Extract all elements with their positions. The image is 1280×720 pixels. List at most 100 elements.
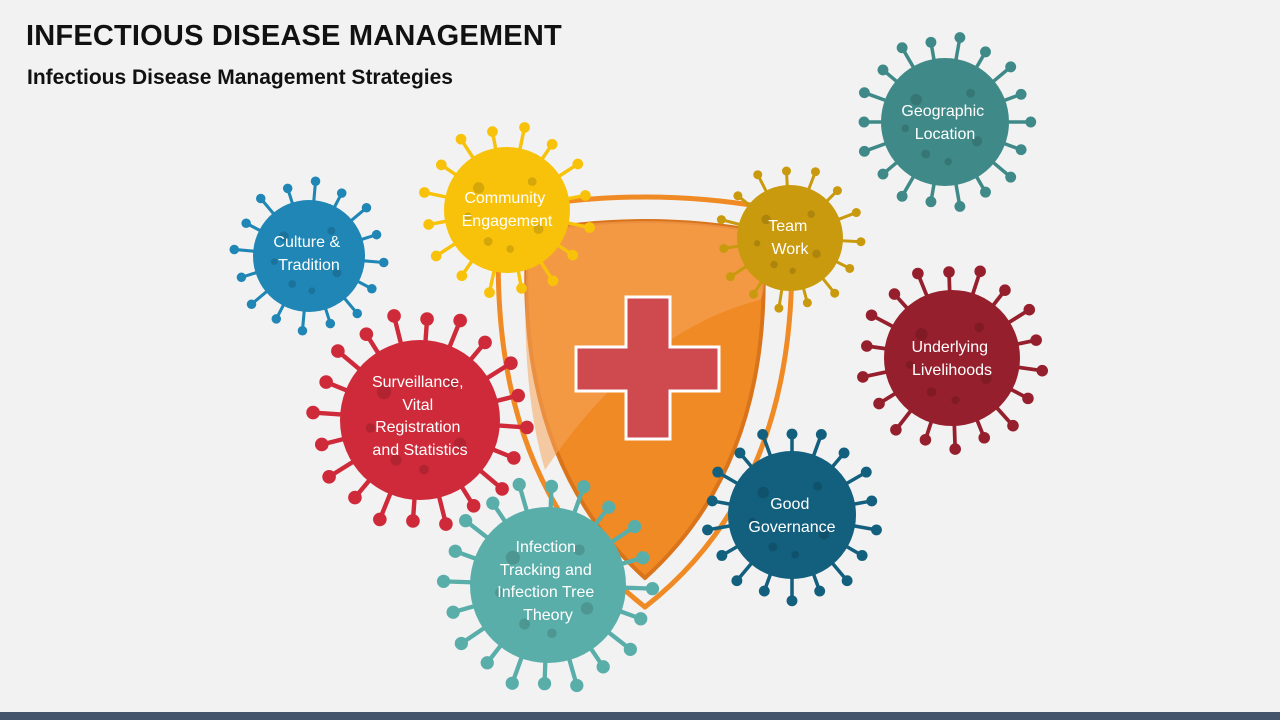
virus-surface-dot bbox=[505, 550, 520, 565]
virus-spike-tip bbox=[896, 42, 908, 54]
virus-icon bbox=[702, 428, 882, 607]
virus-surface-dot bbox=[807, 210, 815, 218]
virus-spike-tip bbox=[832, 186, 842, 196]
virus-spike-tip bbox=[570, 678, 584, 693]
virus-spike-tip bbox=[596, 660, 610, 674]
virus-surface-dot bbox=[910, 93, 922, 106]
virus-spike-tip bbox=[702, 524, 713, 536]
virus-spike-tip bbox=[448, 544, 462, 558]
virus-spike-tip bbox=[943, 266, 955, 278]
virus-surface-dot bbox=[748, 517, 757, 526]
virus-surface-dot bbox=[761, 214, 771, 225]
virus-spike-tip bbox=[314, 437, 329, 452]
virus-spike-tip bbox=[487, 126, 498, 137]
virus-spike-tip bbox=[623, 642, 637, 656]
virus-body bbox=[470, 507, 626, 663]
virus-spike-tip bbox=[406, 514, 420, 528]
virus-spike-tip bbox=[567, 249, 579, 261]
virus-spike-tip bbox=[731, 575, 743, 587]
virus-surface-dot bbox=[818, 529, 830, 540]
virus-spike-tip bbox=[896, 190, 908, 202]
virus-spike-tip bbox=[999, 284, 1011, 296]
virus-spike-tip bbox=[348, 490, 362, 505]
virus-spike-tip bbox=[851, 208, 861, 218]
virus-spike-tip bbox=[478, 335, 492, 350]
virus-surface-dot bbox=[527, 177, 537, 187]
virus-surface-dot bbox=[753, 240, 761, 247]
virus-spike-tip bbox=[865, 309, 878, 322]
virus-spike-tip bbox=[802, 298, 812, 308]
virus-icon bbox=[436, 477, 660, 693]
virus-surface-dot bbox=[791, 550, 800, 559]
virus-spike-tip bbox=[511, 388, 526, 403]
virus-icon bbox=[306, 309, 534, 531]
virus-spike-tip bbox=[236, 272, 247, 283]
virus-spike-tip bbox=[978, 431, 991, 444]
virus-body bbox=[253, 200, 365, 312]
virus-spike-tip bbox=[974, 265, 986, 278]
virus-spike-tip bbox=[634, 612, 648, 626]
label-good-governance: Good Governance bbox=[748, 496, 835, 536]
virus-spike-tip bbox=[1015, 88, 1027, 100]
virus-body bbox=[728, 451, 856, 579]
virus-surface-dot bbox=[376, 384, 392, 400]
virus-spike-tip bbox=[229, 244, 240, 255]
virus-spike-tip bbox=[577, 480, 591, 494]
virus-spike-tip bbox=[453, 313, 467, 328]
virus-spike-tip bbox=[856, 237, 866, 247]
virus-surface-dot bbox=[472, 182, 485, 194]
virus-spike-tip bbox=[888, 288, 901, 300]
virus-surface-dot bbox=[971, 136, 983, 147]
virus-spike-tip bbox=[774, 303, 784, 313]
virus-spike-tip bbox=[856, 550, 868, 561]
virus-spike-tip bbox=[419, 187, 430, 198]
virus-surface-dot bbox=[547, 628, 557, 639]
virus-spike-tip bbox=[246, 299, 257, 309]
virus-spike-tip bbox=[866, 495, 878, 507]
virus-surface-dot bbox=[812, 249, 821, 259]
virus-spike-tip bbox=[319, 375, 333, 389]
label-infection-tracking: Infection Tracking and Infection Tree Th… bbox=[497, 539, 598, 624]
virus-surface-dot bbox=[519, 618, 531, 630]
virus-spike-tip bbox=[436, 574, 451, 588]
virus-spike-tip bbox=[484, 287, 495, 298]
virus-surface-dot bbox=[757, 486, 769, 499]
virus-icon bbox=[229, 176, 389, 336]
virus-spike-tip bbox=[949, 443, 961, 455]
virus-surface-dot bbox=[483, 237, 493, 246]
virus-spike-tip bbox=[1036, 364, 1049, 377]
virus-surface-dot bbox=[278, 231, 289, 242]
virus-surface-dot bbox=[573, 544, 585, 556]
virus-spike-tip bbox=[352, 308, 362, 319]
virus-surface-dot bbox=[980, 372, 992, 384]
virus-spike-tip bbox=[845, 263, 855, 273]
virus-surface-dot bbox=[915, 328, 928, 341]
virus-surface-dot bbox=[308, 287, 316, 295]
virus-spike-tip bbox=[537, 676, 552, 691]
virus-surface-dot bbox=[464, 212, 472, 221]
virus-surface-dot bbox=[921, 149, 931, 159]
virus-surface-dot bbox=[789, 267, 796, 275]
virus-spike-tip bbox=[361, 203, 372, 213]
virus-spike-tip bbox=[877, 168, 889, 180]
virus-spike-tip bbox=[371, 229, 382, 240]
virus-spike-tip bbox=[1005, 171, 1017, 183]
virus-surface-dot bbox=[327, 226, 336, 235]
virus-spike-tip bbox=[520, 420, 534, 435]
virus-spike-tip bbox=[507, 451, 521, 465]
virus-spike-tip bbox=[455, 133, 467, 145]
virus-surface-dot bbox=[770, 260, 778, 269]
virus-spike-tip bbox=[890, 424, 902, 436]
virus-spike-tip bbox=[1025, 116, 1037, 128]
virus-spike-tip bbox=[420, 312, 434, 326]
virus-spike-tip bbox=[495, 482, 509, 496]
virus-surface-dot bbox=[506, 245, 514, 253]
virus-spike-tip bbox=[547, 275, 559, 287]
virus-spike-tip bbox=[980, 186, 991, 198]
virus-body bbox=[737, 185, 843, 291]
virus-spike-tip bbox=[858, 145, 870, 157]
virus-surface-dot bbox=[580, 602, 594, 615]
virus-icon bbox=[419, 122, 595, 298]
virus-spike-tip bbox=[519, 122, 530, 133]
